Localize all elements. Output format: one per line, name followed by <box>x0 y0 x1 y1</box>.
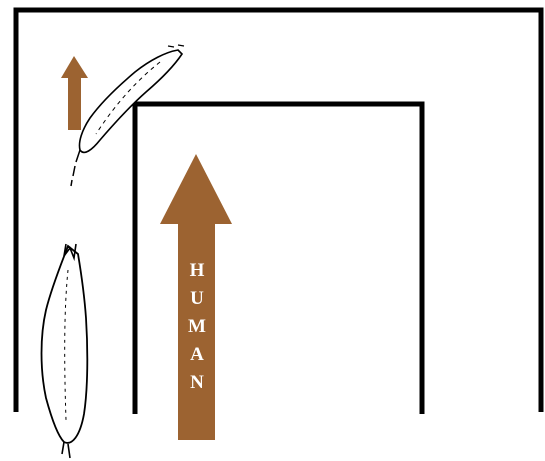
human-label-letter: N <box>190 372 204 393</box>
human-arrow-shaft <box>178 224 215 440</box>
human-label-letter: M <box>188 316 206 337</box>
small-arrow-head <box>61 56 88 78</box>
human-label-letter: H <box>190 260 205 281</box>
human-label-letter: A <box>190 344 204 365</box>
human-label-letter: U <box>190 288 204 309</box>
small-up-arrow <box>61 56 88 130</box>
inner-wall <box>132 101 425 414</box>
small-arrow-shaft <box>68 78 81 130</box>
bent-figure-icon <box>70 44 185 187</box>
upright-figure-icon <box>40 243 89 459</box>
human-arrow-head <box>160 154 232 224</box>
outer-wall <box>13 7 544 412</box>
